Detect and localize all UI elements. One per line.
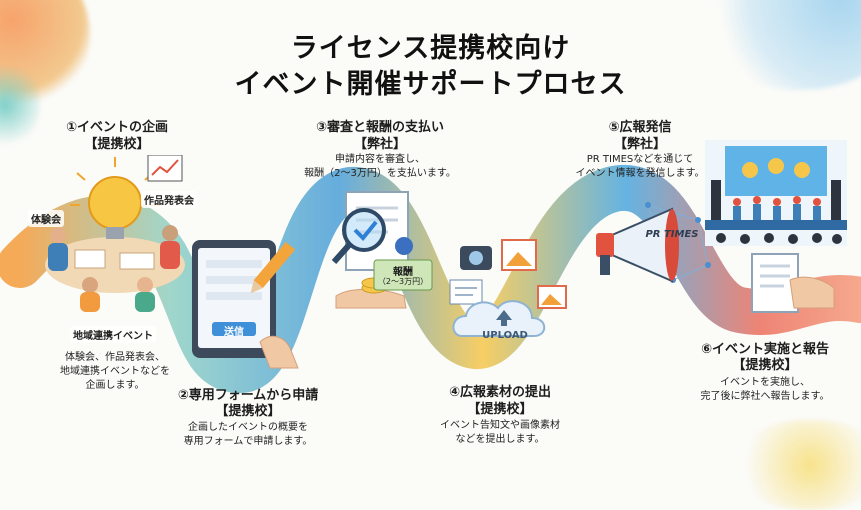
step3-description-line: 申請内容を審査し、 — [335, 154, 425, 165]
step1-owner: 【提携校】 — [84, 137, 150, 152]
submit-button-label: 送信 — [224, 327, 244, 338]
page-title-line2: イベント開催サポートプロセス — [234, 69, 627, 100]
step5-megaphone-illustration — [596, 202, 711, 283]
step2-description-line: 企画したイベントの概要を — [188, 422, 308, 433]
step6-description: イベントを実施し、 完了後に弊社へ報告します。 — [680, 376, 850, 404]
step6-description-line: イベントを実施し、 — [720, 377, 810, 388]
prtimes-label: PR TIMES — [645, 229, 699, 240]
step5-owner: 【弊社】 — [613, 137, 666, 152]
step3-description: 申請内容を審査し、 報酬（2〜3万円）を支払います。 — [290, 153, 470, 181]
step2-description: 企画したイベントの概要を 専用フォームで申請します。 — [168, 421, 328, 449]
step6-heading: ⑥イベント実施と報告 — [700, 342, 829, 357]
step2-description-line: 専用フォームで申請します。 — [183, 436, 313, 447]
step5-description-line: PR TIMESなどを通じて — [586, 154, 694, 165]
step4-heading: ④広報素材の提出 — [448, 385, 551, 400]
step1-description: 体験会、作品発表会、 地域連携イベントなどを 企画します。 — [30, 351, 200, 393]
step1-description-line: 企画します。 — [85, 380, 145, 391]
label-chiiki: 地域連携イベント — [70, 326, 156, 343]
step1-description-line: 体験会、作品発表会、 — [65, 352, 165, 363]
upload-label: UPLOAD — [482, 330, 528, 341]
step3-owner: 【弊社】 — [353, 137, 406, 152]
step6-report-illustration — [751, 253, 835, 313]
step4-description-line: などを提出します。 — [455, 434, 545, 445]
step6-description-line: 完了後に弊社へ報告します。 — [700, 391, 830, 402]
step6-owner: 【提携校】 — [732, 358, 798, 373]
step3-description-line: 報酬（2〜3万円）を支払います。 — [304, 168, 456, 179]
step4-description-line: イベント告知文や画像素材 — [440, 420, 560, 431]
reward-note-label: 報酬 — [393, 267, 413, 278]
step5-heading: ⑤広報発信 — [608, 120, 672, 135]
step2-owner: 【提携校】 — [215, 404, 281, 419]
page-title-line1: ライセンス提携校向け — [290, 33, 571, 64]
step1-illustration — [45, 155, 185, 312]
step3-review-illustration — [331, 191, 433, 309]
label-sakuhin: 作品発表会 — [141, 191, 197, 208]
step4-upload-illustration — [449, 239, 567, 337]
step3-heading: ③審査と報酬の支払い — [315, 120, 444, 135]
step4-description: イベント告知文や画像素材 などを提出します。 — [420, 419, 580, 447]
step5-description-line: イベント情報を発信します。 — [575, 168, 705, 179]
step1-heading: ①イベントの企画 — [65, 120, 168, 135]
step6-stage-illustration — [705, 140, 847, 246]
step4-owner: 【提携校】 — [467, 402, 533, 417]
step2-tablet-illustration — [192, 240, 299, 369]
label-taiken: 体験会 — [28, 210, 64, 227]
step2-heading: ②専用フォームから申請 — [177, 388, 319, 403]
step5-description: PR TIMESなどを通じて イベント情報を発信します。 — [555, 153, 725, 181]
step1-description-line: 地域連携イベントなどを — [60, 366, 170, 377]
reward-amount-label: （2〜3万円） — [377, 277, 429, 286]
